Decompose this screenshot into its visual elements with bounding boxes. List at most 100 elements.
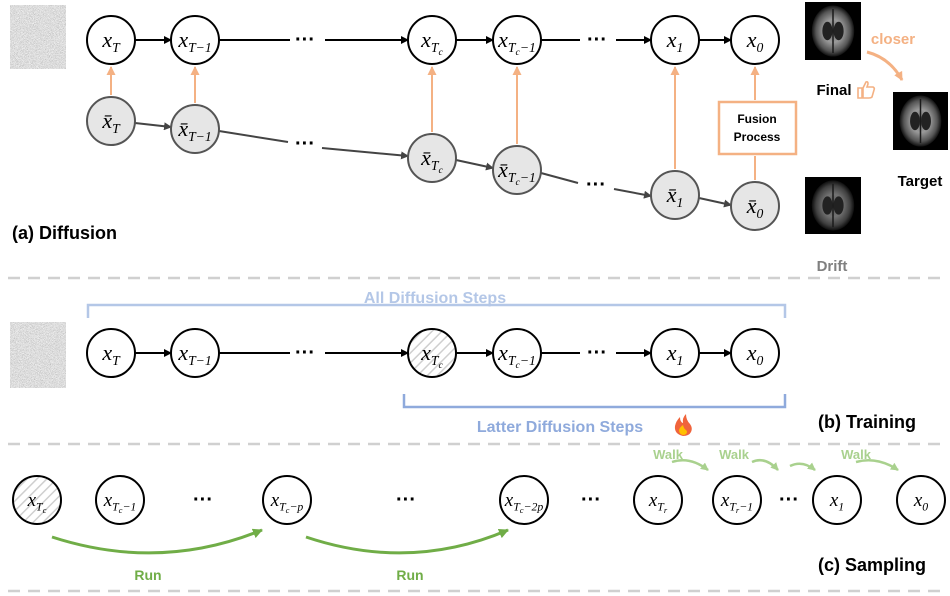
- bottom-node-3: [492, 145, 542, 195]
- node-label: x̄Tc: [420, 145, 443, 176]
- node-label-base: x: [746, 340, 757, 365]
- node-label-sub: T−1: [188, 129, 212, 144]
- ellipsis-bot-2: ···: [586, 174, 606, 196]
- section-label-diffusion: (a) Diffusion: [12, 223, 117, 243]
- node-label-base: x: [27, 490, 37, 511]
- node-label-base: x: [497, 27, 508, 52]
- run-label-2: Run: [396, 567, 423, 583]
- top-node-1: [170, 15, 220, 65]
- node-label-sub: T: [279, 500, 287, 513]
- latter-steps-bracket: [402, 394, 787, 409]
- node-label: xTc−1: [497, 340, 536, 371]
- walk-label-3: Walk: [841, 447, 872, 462]
- node-label-suffix: −1: [122, 500, 136, 513]
- node-label-sub2: c: [515, 47, 520, 58]
- all-steps-label: All Diffusion Steps: [364, 290, 506, 307]
- node-label: x̄1: [666, 182, 684, 210]
- run-label-1: Run: [134, 567, 161, 583]
- node-label-sub: 0: [756, 353, 763, 368]
- node-label-base: x: [720, 490, 730, 511]
- node-label-sub2: c: [520, 505, 524, 515]
- node-label-suffix: −1: [520, 40, 536, 55]
- training-node-0: [86, 328, 136, 378]
- fusion-label-1: Fusion: [737, 112, 776, 126]
- node-label: xT: [101, 340, 121, 368]
- node-label-sub: T: [508, 40, 517, 55]
- arrow-bot-7: [698, 197, 732, 208]
- fire-icon: [674, 414, 692, 436]
- node-label: x̄T−1: [177, 116, 211, 144]
- training-node-3: [492, 328, 542, 378]
- drift-label: Drift: [817, 258, 848, 275]
- bottom-node-0: [86, 96, 136, 146]
- training-node-5: [730, 328, 780, 378]
- line-bot-5: [540, 172, 579, 184]
- node-label-suffix: −1: [739, 500, 753, 513]
- node-label-base: x: [420, 27, 431, 52]
- target-brain-image-ventricle-right: [921, 111, 931, 131]
- node-label-sub2: c: [43, 505, 47, 515]
- walk-label-1: Walk: [719, 447, 750, 462]
- bottom-node-5: [730, 181, 780, 231]
- ellipsis-s-4: ···: [779, 489, 799, 511]
- node-label-base: x̄: [666, 182, 677, 207]
- node-label-sub: T: [112, 500, 120, 513]
- node-label-base: x: [420, 340, 431, 365]
- node-label-base: x: [913, 490, 923, 511]
- node-label: xT−1: [177, 340, 211, 368]
- node-label-base: x̄: [101, 108, 112, 133]
- node-label: xTc: [27, 490, 47, 515]
- top-node-3: [492, 15, 542, 65]
- node-label: xTr−1: [720, 490, 753, 515]
- node-label-sub: T: [112, 353, 121, 368]
- ellipsis-s-1: ···: [193, 489, 213, 511]
- noise-image-mid: [10, 322, 66, 388]
- node-label-sub: 1: [676, 353, 683, 368]
- training-node-2: [407, 328, 457, 378]
- node-label-suffix: −p: [289, 500, 303, 513]
- section-label-sampling: (c) Sampling: [818, 555, 926, 575]
- training-node-1: [170, 328, 220, 378]
- node-label-sub: T: [431, 158, 440, 173]
- node-label: x0: [913, 490, 928, 513]
- node-label-base: x: [101, 27, 112, 52]
- node-label: xTc: [420, 27, 443, 58]
- node-label-sub: 1: [838, 500, 844, 513]
- node-label: xTc−p: [270, 490, 304, 515]
- ellipsis-s-3: ···: [581, 489, 601, 511]
- line-bot-2: [218, 130, 289, 143]
- node-label-sub2: c: [438, 165, 443, 176]
- noise-image-top: [10, 5, 66, 69]
- node-label: xTc−2p: [504, 490, 544, 515]
- node-label: xT−1: [177, 27, 211, 55]
- sampling-node-7: [896, 475, 946, 525]
- sampling-node-3: [499, 475, 549, 525]
- node-label-suffix: −1: [520, 353, 536, 368]
- ellipsis-top-2: ···: [587, 29, 607, 51]
- node-label-base: x: [497, 340, 508, 365]
- node-label: xTc−1: [497, 27, 536, 58]
- fire-inner: [679, 425, 687, 435]
- walk-arrow-2: [789, 462, 816, 471]
- node-label-base: x: [177, 27, 188, 52]
- node-label-sub2: c: [515, 177, 520, 188]
- node-label-base: x: [103, 490, 113, 511]
- section-label-training: (b) Training: [818, 412, 916, 432]
- sampling-node-5: [712, 475, 762, 525]
- node-label-suffix: −2p: [524, 500, 544, 513]
- node-label-sub2: r: [664, 505, 668, 515]
- bottom-node-1: [170, 104, 220, 154]
- top-node-0: [86, 15, 136, 65]
- node-label-base: x: [177, 340, 188, 365]
- node-label-sub: 0: [756, 40, 763, 55]
- latter-steps-label: Latter Diffusion Steps: [477, 419, 643, 436]
- node-label: x̄Tc−1: [497, 157, 536, 188]
- walk-arrow-0: [671, 459, 709, 471]
- target-label: Target: [898, 173, 943, 190]
- node-label-sub: T−1: [188, 40, 212, 55]
- node-label: xTc−1: [103, 490, 137, 515]
- node-label-base: x̄: [177, 116, 188, 141]
- thumbs-up-icon: [857, 80, 876, 99]
- node-label-sub: T: [729, 500, 737, 513]
